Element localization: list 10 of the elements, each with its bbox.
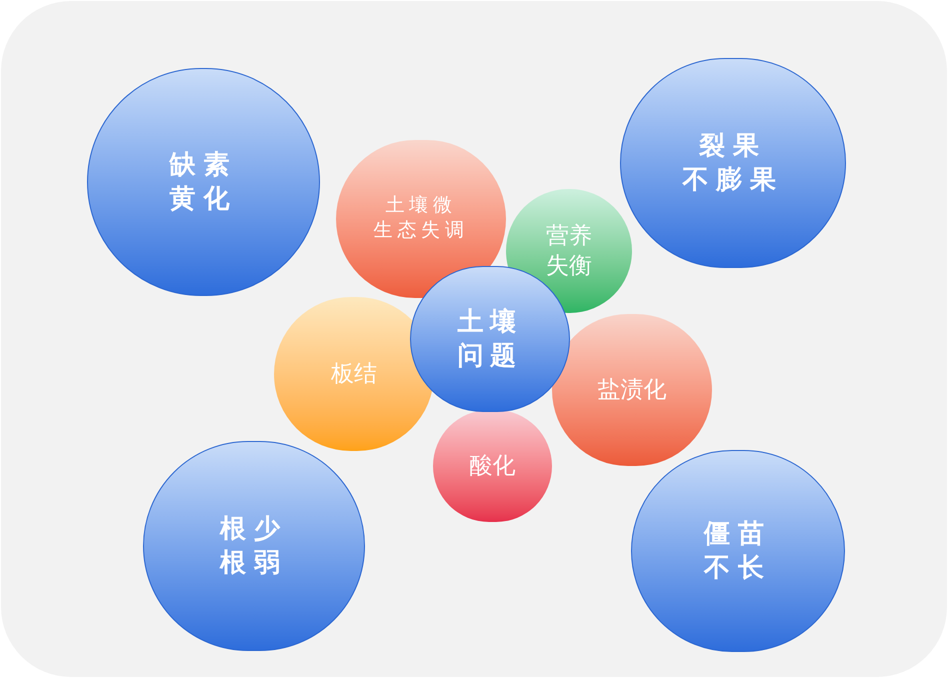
node-label: 缺素黄化 (170, 148, 238, 215)
node-label: 裂果不膨果 (682, 129, 784, 196)
node-label: 营养失衡 (546, 221, 592, 280)
node-label: 板结 (331, 359, 377, 388)
node-label: 僵苗不长 (704, 517, 772, 584)
node-label: 盐渍化 (598, 375, 666, 404)
node-label: 酸化 (470, 451, 516, 480)
node-label: 根少根弱 (220, 512, 288, 579)
node-label: 土壤微生态失调 (374, 194, 468, 243)
node-label: 土壤问题 (458, 305, 522, 372)
